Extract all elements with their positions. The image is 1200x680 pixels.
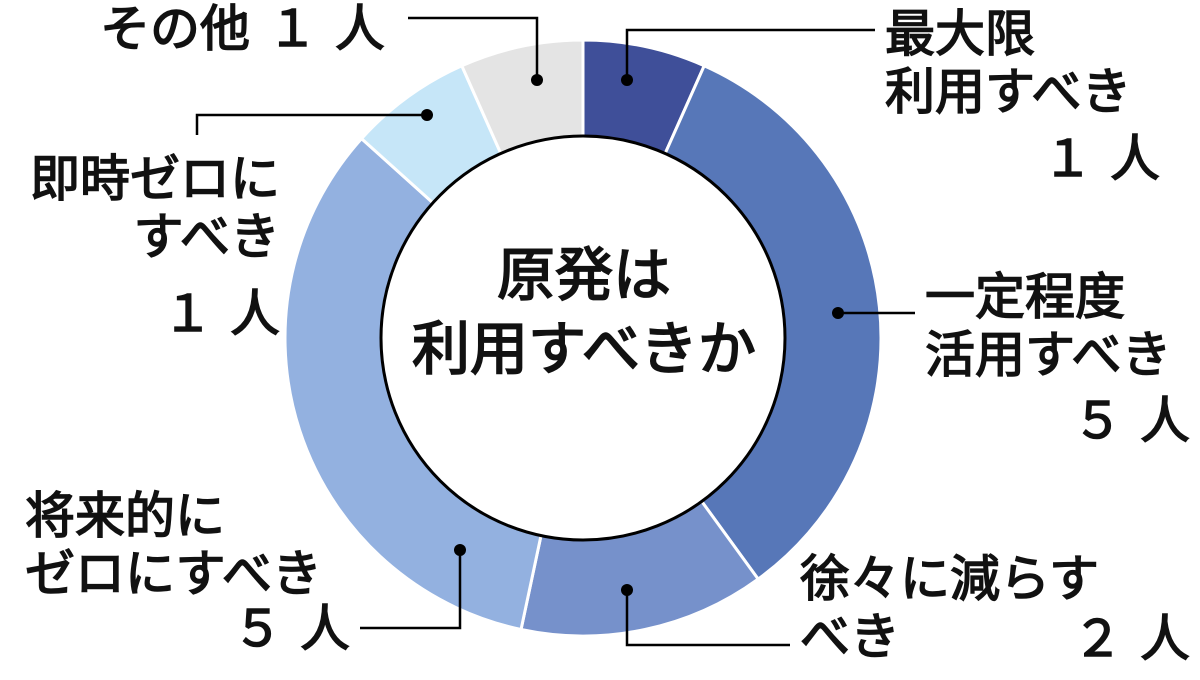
label-future-line1: 将来的に — [25, 487, 225, 545]
label-max: 最大限 利用すべき — [885, 5, 1132, 121]
label-some-line2: 活用すべき — [925, 326, 1172, 384]
label-reduce-line1: 徐々に減らす — [800, 550, 1099, 608]
label-max-line1: 最大限 — [885, 5, 1035, 63]
label-reduce-count: ２ 人 — [1072, 610, 1190, 668]
chart-title-line1: 原発は — [496, 241, 671, 309]
label-immediate-line1: 即時ゼロに — [30, 150, 280, 208]
leader-dot-future — [454, 544, 466, 556]
label-other: その他 １ 人 — [100, 0, 385, 58]
label-some: 一定程度 活用すべき — [925, 268, 1172, 384]
leader-dot-some — [832, 307, 844, 319]
leader-line-other — [408, 16, 539, 80]
label-max-line2: 利用すべき — [885, 63, 1132, 121]
label-future: 将来的に ゼロにすべき — [25, 487, 322, 603]
chart-title-line2: 利用すべきか — [412, 315, 756, 383]
label-some-line1: 一定程度 — [925, 268, 1125, 326]
leader-line-reduce — [625, 590, 790, 647]
leader-dot-other — [531, 74, 543, 86]
label-max-count: １ 人 — [1042, 130, 1160, 188]
label-future-count: ５ 人 — [232, 600, 350, 658]
label-immediate-count: １ 人 — [162, 285, 280, 343]
label-some-count: ５ 人 — [1072, 392, 1190, 450]
label-immediate-line2: すべき — [133, 208, 281, 266]
label-reduce-line2: べき — [800, 608, 900, 666]
donut-hole — [379, 134, 787, 542]
chart-title: 原発は 利用すべきか — [384, 238, 784, 386]
leader-line-immediate — [195, 113, 427, 135]
leader-dot-immediate — [421, 109, 433, 121]
label-reduce: 徐々に減らす べき — [800, 550, 1099, 666]
leader-line-max — [625, 28, 875, 80]
leader-dot-reduce — [621, 584, 633, 596]
label-immediate: 即時ゼロに すべき — [0, 150, 280, 266]
leader-dot-max — [621, 74, 633, 86]
leader-line-future — [360, 550, 462, 630]
label-future-line2: ゼロにすべき — [25, 545, 322, 603]
